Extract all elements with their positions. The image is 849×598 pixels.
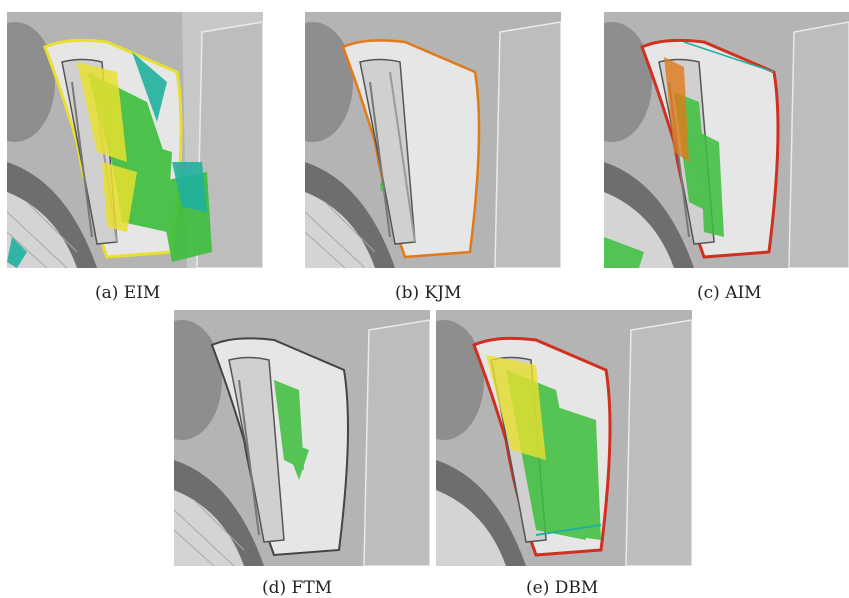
caption-d: (d) FTM: [262, 578, 333, 598]
panel-a-render: [7, 12, 263, 268]
render-image: [7, 12, 263, 268]
render-image: [604, 12, 849, 268]
panel-c-render: [604, 12, 849, 268]
render-image: [305, 12, 561, 268]
caption-b: (b) KJM: [395, 283, 462, 303]
panel-e-render: [436, 310, 692, 566]
render-image: [436, 310, 692, 566]
caption-c: (c) AIM: [697, 283, 762, 303]
caption-a: (a) EIM: [95, 283, 161, 303]
panel-b-render: [305, 12, 561, 268]
panel-d-render: [174, 310, 430, 566]
caption-e: (e) DBM: [526, 578, 599, 598]
render-image: [174, 310, 430, 566]
